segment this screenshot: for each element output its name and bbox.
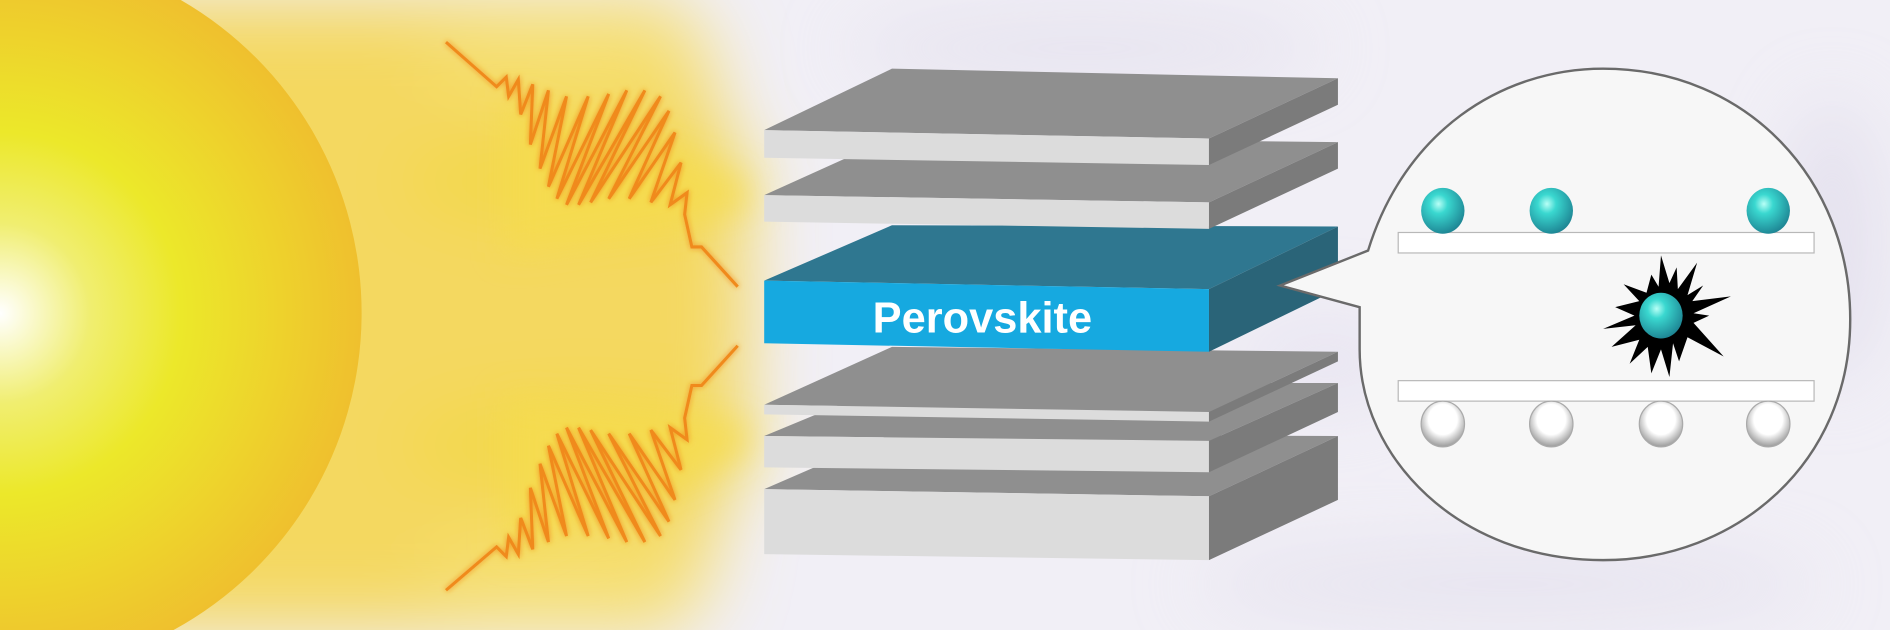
sun [0,0,362,630]
layer-top [764,68,1338,166]
electrons [1421,187,1790,234]
hole [1420,400,1466,448]
upper-wave-packet [444,41,739,288]
electron [1746,187,1790,234]
device-stack: Perovskite [764,68,1338,561]
zoom-callout-bubble [1276,67,1852,562]
layer-perovskite: Perovskite [764,225,1338,352]
electron [1421,187,1465,234]
hole [1745,400,1791,448]
lower-wave-packet [445,344,739,592]
electron [1529,187,1573,234]
excited-electron [1639,292,1683,339]
perovskite-label: Perovskite [873,294,1092,342]
holes [1420,400,1791,448]
light-waves [444,41,739,592]
hole [1638,400,1684,448]
layer-4 [764,346,1338,422]
hole [1528,400,1574,448]
valence-band-bar [1397,380,1815,402]
conduction-band-bar [1397,231,1815,254]
